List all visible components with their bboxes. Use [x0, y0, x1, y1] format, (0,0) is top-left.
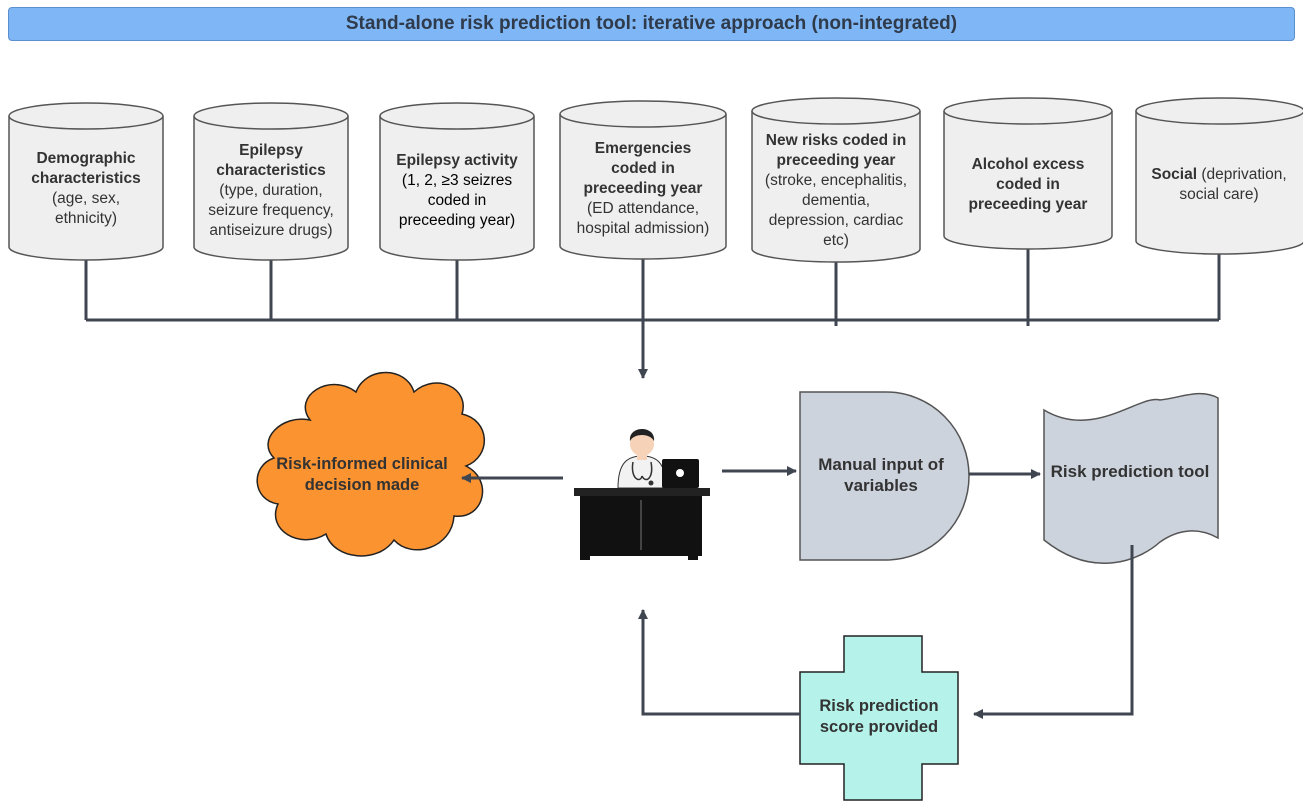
cylinder-epilepsy-characteristics: [193, 102, 349, 261]
source-detail-line: etc): [823, 232, 849, 249]
risk-tool-label: Risk prediction tool: [1040, 446, 1220, 496]
cylinder-epilepsy-activity: [379, 102, 535, 261]
decision-label: Risk-informed clinical decision made: [262, 440, 462, 510]
cylinder-social: [1135, 97, 1303, 255]
manual-input-shape: [799, 391, 970, 561]
source-label-demographic: Demographic characteristics (age, sex, e…: [9, 130, 163, 248]
risk-tool-text: Risk prediction tool: [1050, 461, 1210, 481]
cylinder-new-risks: [751, 97, 921, 263]
source-label-social: Social (deprivation, social care): [1136, 126, 1302, 244]
source-title-line: Social (deprivation,: [1151, 165, 1286, 185]
source-detail-line: dementia,: [801, 192, 871, 209]
source-detail-line: (1, 2, ≥3 seizres: [401, 172, 513, 189]
score-text: Risk prediction score provided: [819, 697, 939, 736]
score-to-clinician-arrow: [638, 609, 800, 716]
source-title-line: Epilepsy activity: [396, 152, 518, 169]
source-detail-inline: (deprivation,: [1197, 166, 1287, 183]
source-detail-line: ethnicity): [54, 210, 118, 227]
source-detail-line: seizure frequency,: [208, 202, 334, 219]
manual-input-text: Manual input of variables: [818, 455, 944, 495]
source-detail-line: (ED attendance,: [586, 200, 699, 217]
score-label: Risk prediction score provided: [806, 680, 952, 754]
source-title-line: characteristics: [216, 162, 326, 179]
source-title-line: New risks coded in: [765, 132, 907, 149]
source-title-line: preceeding year: [776, 152, 896, 169]
source-connectors: [84, 248, 1221, 326]
source-detail-line: social care): [1179, 186, 1259, 203]
source-detail-line: preceeding year): [398, 212, 516, 229]
source-detail-line: (stroke, encephalitis,: [764, 172, 908, 189]
source-title-bold: Social: [1151, 166, 1198, 183]
clinician-at-desk-icon: [574, 429, 710, 560]
source-detail-line: (age, sex,: [51, 190, 121, 207]
source-label-new-risks: New risks coded in preceeding year (stro…: [752, 128, 920, 254]
decision-text: Risk-informed clinical decision made: [276, 455, 448, 494]
source-detail-line: hospital admission): [576, 220, 710, 237]
cylinder-emergencies: [559, 100, 727, 260]
risk-tool-shape: [1043, 392, 1219, 564]
decision-cloud: [256, 371, 485, 557]
diagram-title: Stand-alone risk prediction tool: iterat…: [345, 13, 958, 34]
manual-input-label: Manual input of variables: [806, 440, 956, 510]
source-label-emergencies: Emergencies coded in preceeding year (ED…: [560, 130, 726, 248]
source-title-line: preceeding year: [968, 196, 1088, 213]
source-title-line: preceeding year: [583, 180, 703, 197]
source-label-epilepsy-characteristics: Epilepsy characteristics (type, duration…: [194, 132, 348, 250]
cylinder-demographic: [8, 102, 164, 261]
source-title-line: Emergencies: [594, 140, 692, 157]
score-cross-shape: [799, 635, 959, 801]
diagram-title-banner: Stand-alone risk prediction tool: iterat…: [8, 7, 1295, 41]
source-label-epilepsy-activity: Epilepsy activity (1, 2, ≥3 seizres code…: [380, 132, 534, 250]
source-detail-line: (type, duration,: [219, 182, 323, 199]
source-title-line: Alcohol excess: [971, 156, 1085, 173]
source-title-line: Epilepsy: [239, 142, 303, 159]
source-title-line: coded in: [611, 160, 675, 177]
cylinder-alcohol: [943, 97, 1113, 250]
tool-to-score-arrow: [973, 545, 1134, 719]
source-label-alcohol: Alcohol excess coded in preceeding year: [944, 126, 1112, 244]
source-detail-line: antiseizure drugs): [209, 222, 333, 239]
source-title-line: coded in: [996, 176, 1060, 193]
source-detail-line: coded in: [427, 192, 487, 209]
source-detail-line: depression, cardiac: [768, 212, 904, 229]
source-title-line: characteristics: [31, 170, 141, 187]
source-title-line: Demographic: [36, 150, 136, 167]
